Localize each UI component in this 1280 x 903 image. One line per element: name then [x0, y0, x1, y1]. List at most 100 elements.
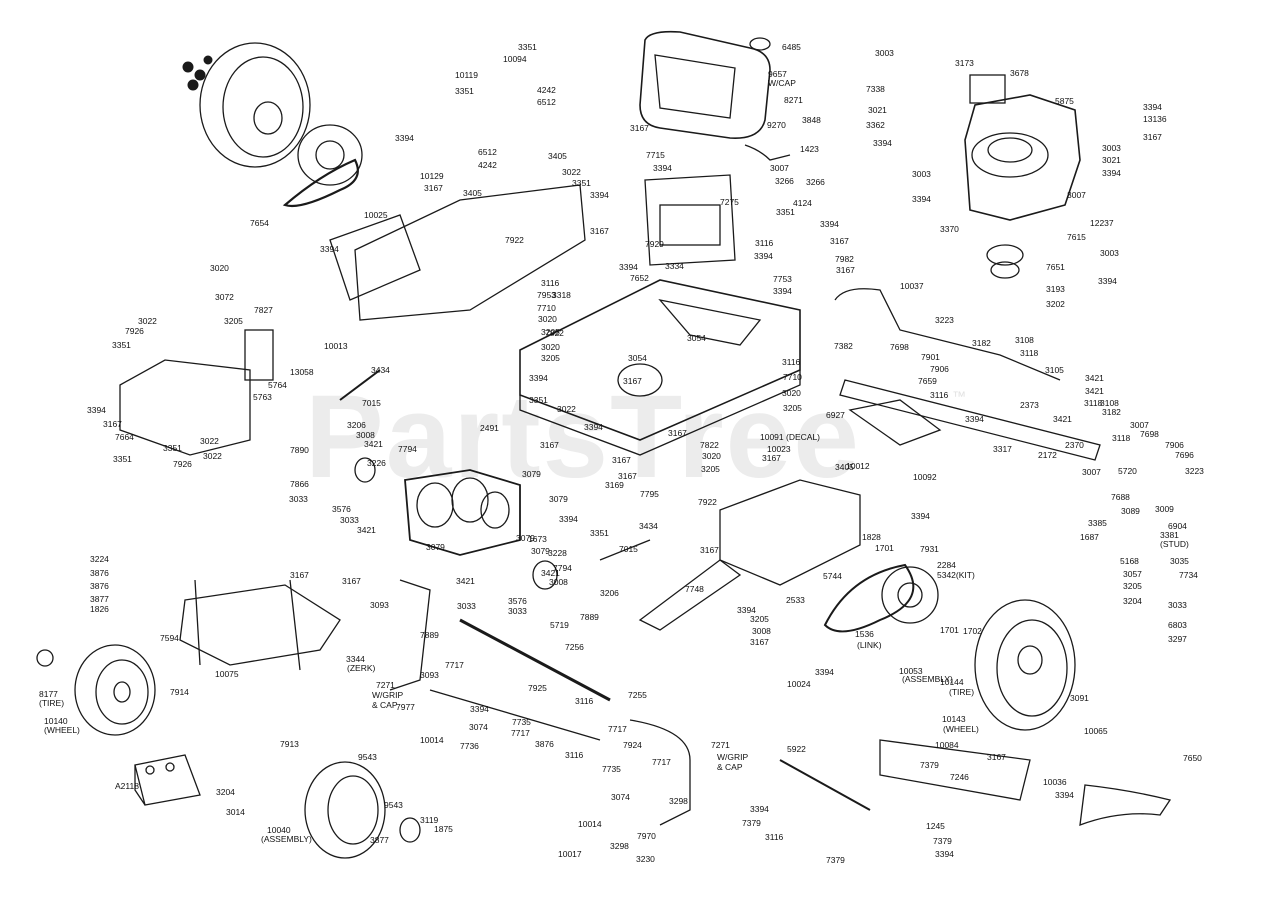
part-callout: 7594 [160, 633, 179, 643]
part-callout: 3205 [1123, 581, 1142, 591]
part-callout: 3394 [320, 244, 339, 254]
part-callout: 7255 [628, 690, 647, 700]
part-callout: 3421 [456, 576, 475, 586]
part-callout: 3298 [610, 841, 629, 851]
part-callout: 3205 [224, 316, 243, 326]
part-callout: 7827 [254, 305, 273, 315]
part-callout: 3226 [367, 458, 386, 468]
part-callout: 3394 [619, 262, 638, 272]
part-callout: 7650 [1183, 753, 1202, 763]
part-callout: 5875 [1055, 96, 1074, 106]
part-callout: 7929 [645, 239, 664, 249]
part-callout: 7735 [602, 764, 621, 774]
part-callout: 3091 [1070, 693, 1089, 703]
chassis-frame [519, 279, 801, 456]
part-callout: 7977 [396, 702, 415, 712]
part-callout: 3421 [1085, 373, 1104, 383]
part-callout: (TIRE) [39, 698, 64, 708]
part-callout: 7696 [1175, 450, 1194, 460]
part-callout: (ASSEMBLY) [261, 834, 312, 844]
part-callout: 7715 [646, 150, 665, 160]
part-callout: 3394 [584, 422, 603, 432]
part-callout: 3421 [364, 439, 383, 449]
part-callout: 3877 [90, 594, 109, 604]
part-callout: 10129 [420, 171, 444, 181]
part-callout: 3022 [138, 316, 157, 326]
part-callout: 3167 [623, 376, 642, 386]
part-callout: 7688 [1111, 492, 1130, 502]
part-callout: 2533 [786, 595, 805, 605]
part-callout: 7913 [280, 739, 299, 749]
part-callout: 3266 [775, 176, 794, 186]
part-callout: 10013 [324, 341, 348, 351]
part-callout: 10014 [420, 735, 444, 745]
part-callout: 3394 [1055, 790, 1074, 800]
part-callout: 3167 [750, 637, 769, 647]
part-callout: 3344 [346, 654, 365, 664]
rear-wheel-bottom [304, 761, 421, 859]
rear-wheel-left [182, 42, 311, 168]
part-callout: 3205 [541, 353, 560, 363]
part-callout: 3079 [426, 542, 445, 552]
part-callout: 3394 [815, 667, 834, 677]
part-callout: 10053 [899, 666, 923, 676]
part-callout: 3206 [600, 588, 619, 598]
part-callout: 3394 [750, 804, 769, 814]
part-callout: 5720 [1118, 466, 1137, 476]
part-callout: 7889 [580, 612, 599, 622]
part-callout: 6485 [782, 42, 801, 52]
part-callout: 6927 [826, 410, 845, 420]
part-callout: 4242 [537, 85, 556, 95]
part-callout: 7651 [1046, 262, 1065, 272]
part-callout: 7382 [834, 341, 853, 351]
part-callout: 5719 [550, 620, 569, 630]
part-callout: 2491 [480, 423, 499, 433]
part-callout: 3167 [830, 236, 849, 246]
part-callout: 3008 [549, 577, 568, 587]
part-callout: 3108 [1100, 398, 1119, 408]
part-callout: 10143 [942, 714, 966, 724]
part-callout: 3007 [1082, 467, 1101, 477]
part-callout: 3118 [1084, 398, 1103, 408]
part-callout: 3079 [531, 546, 550, 556]
part-callout: 7659 [918, 376, 937, 386]
part-callout: 5744 [823, 571, 842, 581]
part-callout: 3118 [1020, 348, 1039, 358]
part-callout: 10040 [267, 825, 291, 835]
part-callout: 3876 [535, 739, 554, 749]
part-callout: 7271 [376, 680, 395, 690]
part-callout: 3033 [457, 601, 476, 611]
part-callout: 3033 [289, 494, 308, 504]
part-callout: 7710 [537, 303, 556, 313]
part-callout: 9543 [384, 800, 403, 810]
part-callout: 3394 [1102, 168, 1121, 178]
part-callout: 3003 [1102, 143, 1121, 153]
part-callout: 3033 [340, 515, 359, 525]
part-callout: 10084 [935, 740, 959, 750]
part-callout: 3405 [548, 151, 567, 161]
part-callout: 3007 [1067, 190, 1086, 200]
part-callout: 7379 [933, 836, 952, 846]
part-callout: 3079 [549, 494, 568, 504]
part-callout: 9657 [768, 69, 787, 79]
part-callout: 1536 [855, 629, 874, 639]
part-callout: 3678 [1010, 68, 1029, 78]
part-callout: 3204 [216, 787, 235, 797]
part-callout: 7736 [460, 741, 479, 751]
part-callout: 3351 [112, 340, 131, 350]
part-callout: 7906 [1165, 440, 1184, 450]
part-callout: 13136 [1143, 114, 1167, 124]
part-callout: 5168 [1120, 556, 1139, 566]
part-callout: 7717 [511, 728, 530, 738]
part-callout: 3394 [873, 138, 892, 148]
part-callout: 7275 [720, 197, 739, 207]
part-callout: 8177 [39, 689, 58, 699]
part-callout: 3394 [754, 251, 773, 261]
part-callout: 3020 [538, 314, 557, 324]
part-callout: 7379 [826, 855, 845, 865]
part-callout: 3421 [357, 525, 376, 535]
part-callout: 7246 [950, 772, 969, 782]
part-callout: 3317 [993, 444, 1012, 454]
part-callout: 3385 [1088, 518, 1107, 528]
part-callout: 3116 [575, 696, 594, 706]
